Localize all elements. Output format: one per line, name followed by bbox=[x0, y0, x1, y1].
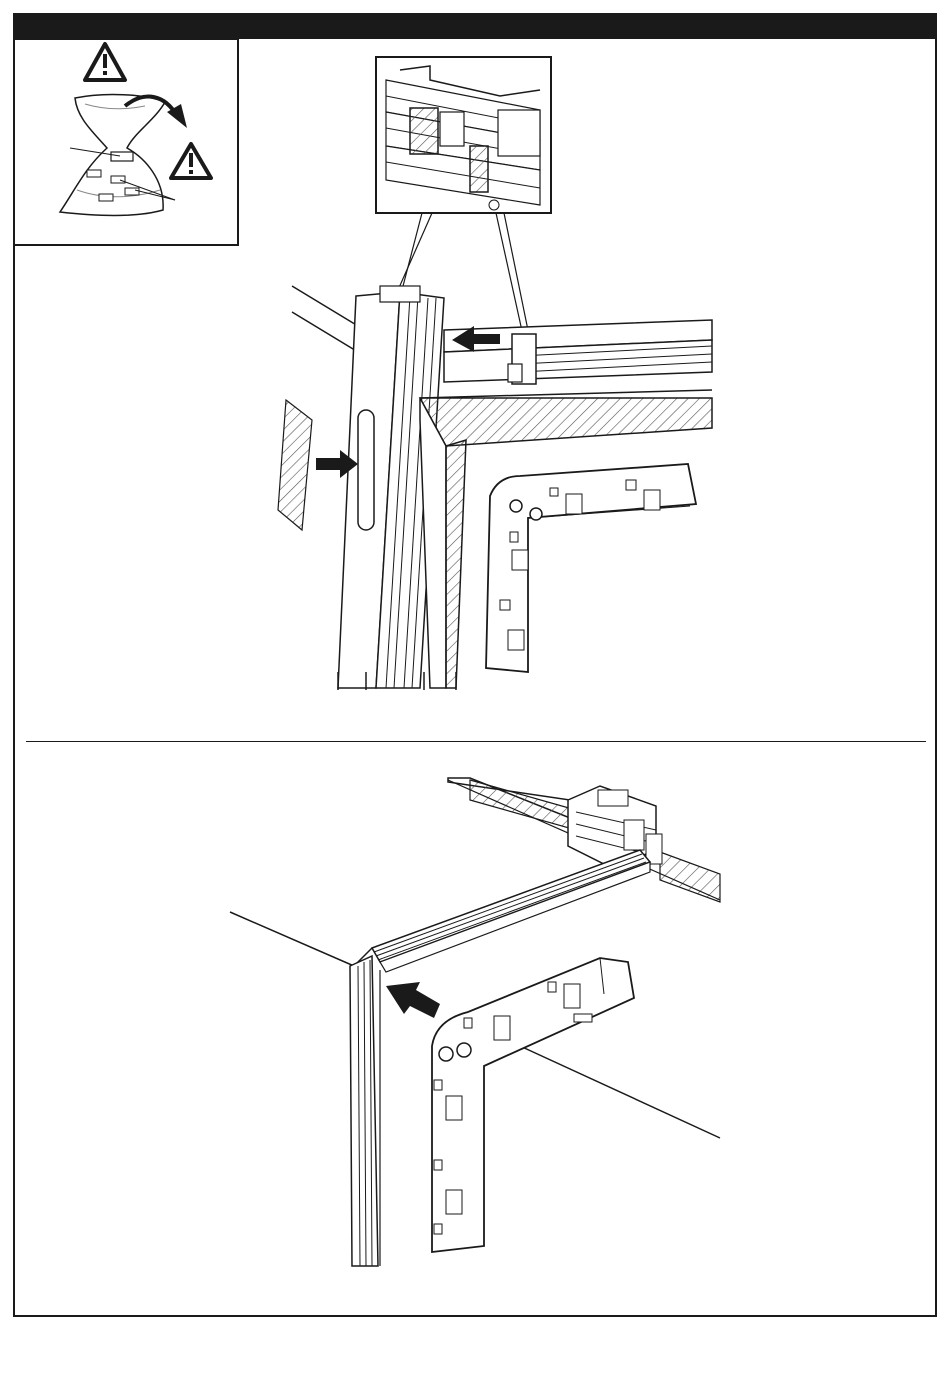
section-divider bbox=[26, 741, 926, 742]
step-detail-top bbox=[0, 0, 950, 740]
zoom-callout bbox=[376, 57, 551, 213]
gasket-strip bbox=[278, 400, 312, 530]
corner-bracket bbox=[486, 464, 696, 672]
